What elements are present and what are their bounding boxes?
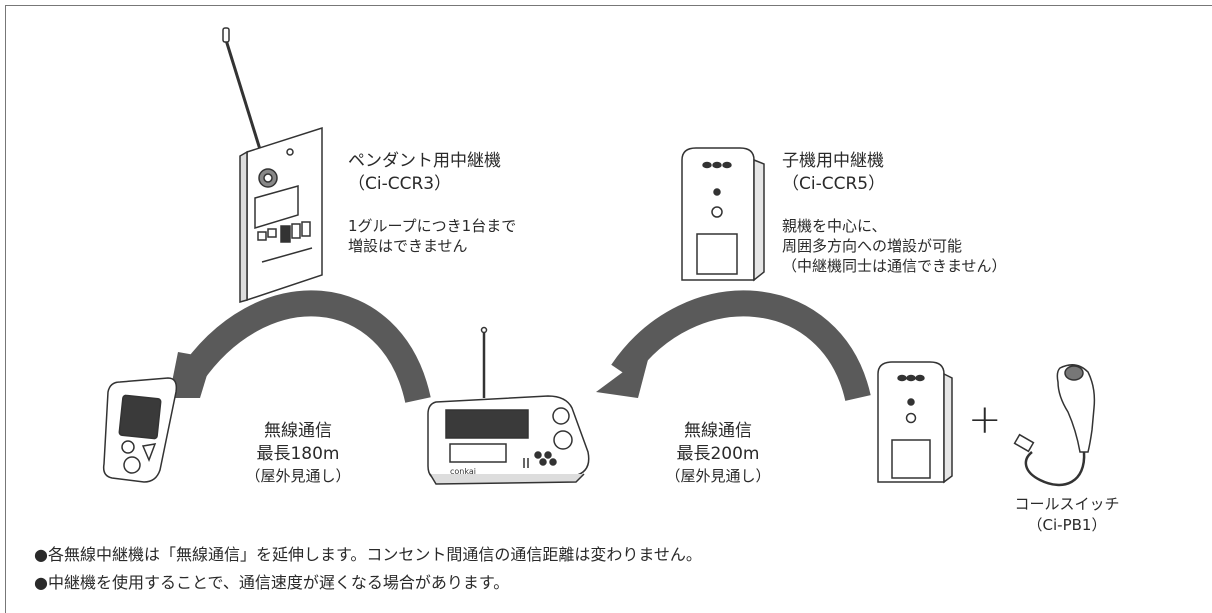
handset-repeater-model: （Ci-CCR5）	[782, 174, 886, 194]
pendant-repeater-device	[222, 27, 323, 303]
repeater-with-switch-device	[877, 361, 953, 484]
handset-repeater-note: 親機を中心に、 周囲多方向への増設が可能 （中継機同士は通信できません）	[782, 216, 1007, 276]
handset-repeater-device	[681, 147, 765, 282]
pendant-repeater-name: ペンダント用中継機	[348, 151, 501, 171]
left-range-title: 無線通信	[264, 421, 332, 441]
right-range-distance: 最長200m	[676, 444, 760, 464]
pendant-repeater-note-line: 1グループにつき1台まで	[348, 217, 517, 235]
call-switch-model: （Ci-PB1）	[1027, 516, 1107, 534]
handset-repeater-note-line: 親機を中心に、	[782, 217, 887, 235]
left-wireless-arrow	[160, 290, 431, 404]
base-unit-device: conkai	[427, 326, 590, 485]
handset-repeater-name: 子機用中継機	[782, 151, 884, 171]
call-switch-label: コールスイッチ （Ci-PB1）	[1002, 494, 1132, 536]
pendant-repeater-label: ペンダント用中継機 （Ci-CCR3）	[348, 150, 501, 196]
call-switch-name: コールスイッチ	[1014, 495, 1120, 513]
pendant-repeater-model: （Ci-CCR3）	[348, 174, 452, 194]
right-range-title: 無線通信	[684, 421, 752, 441]
plus-sign: +	[968, 397, 1002, 443]
footnote-line: ●中継機を使用することで、通信速度が遅くなる場合があります。	[34, 573, 510, 592]
footnote-line: ●各無線中継機は「無線通信」を延伸します。コンセント間通信の通信距離は変わりませ…	[34, 545, 702, 564]
handset-repeater-note-line: （中継機同士は通信できません）	[782, 257, 1007, 275]
right-wireless-arrow	[596, 290, 871, 402]
footnotes: ●各無線中継機は「無線通信」を延伸します。コンセント間通信の通信距離は変わりませ…	[34, 541, 702, 597]
handset-repeater-label: 子機用中継機 （Ci-CCR5）	[782, 150, 885, 196]
pendant-transmitter-device	[102, 377, 178, 483]
left-range-label: 無線通信 最長180m （屋外見通し）	[228, 420, 368, 486]
pendant-repeater-note: 1グループにつき1台まで 増設はできません	[348, 216, 516, 256]
call-switch-device	[1013, 364, 1096, 487]
diagram-frame	[5, 5, 1212, 613]
left-range-qualifier: （屋外見通し）	[245, 467, 351, 485]
handset-repeater-note-line: 周囲多方向への増設が可能	[782, 237, 963, 255]
pendant-repeater-note-line: 増設はできません	[348, 237, 468, 255]
right-range-qualifier: （屋外見通し）	[665, 467, 771, 485]
right-range-label: 無線通信 最長200m （屋外見通し）	[648, 420, 788, 486]
left-range-distance: 最長180m	[256, 444, 340, 464]
svg-text:conkai: conkai	[450, 467, 476, 476]
